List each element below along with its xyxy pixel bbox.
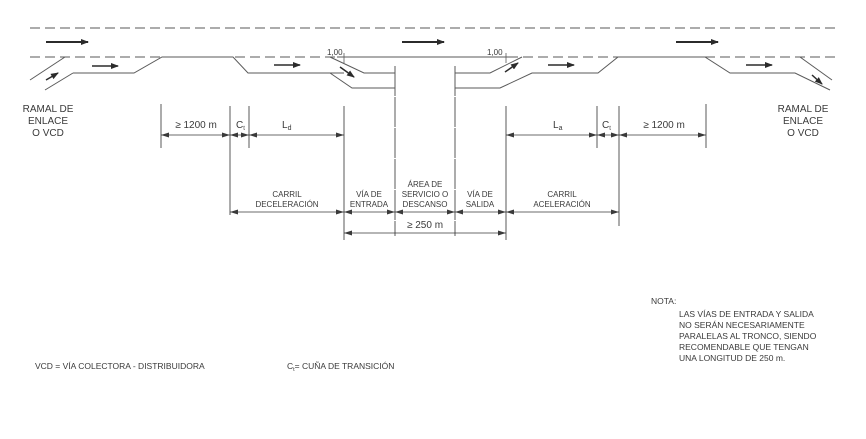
svg-text:ÁREA DE: ÁREA DE [408, 180, 443, 189]
segment-carril-deceleracion: CARRIL DECELERACIÓN [255, 190, 318, 209]
offset-label-left: 1,00 [327, 48, 343, 57]
auxiliary-lane-edge-left [73, 56, 344, 74]
svg-text:RAMAL DE: RAMAL DE [778, 104, 829, 115]
traffic-arrows [45, 39, 823, 85]
svg-text:UNA LONGITUD DE 250 m.: UNA LONGITUD DE 250 m. [679, 353, 785, 363]
accel-entry-lower [455, 56, 831, 91]
dim-min-250: ≥ 250 m [407, 220, 443, 231]
dim-ld: Ld [282, 120, 292, 132]
arrow-icon [504, 62, 519, 73]
svg-text:DESCANSO: DESCANSO [403, 200, 448, 209]
svg-text:ENLACE: ENLACE [783, 116, 823, 127]
note-title: NOTA: [651, 296, 676, 306]
svg-text:O VCD: O VCD [787, 128, 819, 139]
accel-entry-upper [455, 56, 523, 74]
svg-text:VÍA DE: VÍA DE [467, 190, 493, 199]
svg-text:CARRIL: CARRIL [547, 190, 577, 199]
dim-right-ct: Ct [602, 120, 611, 132]
svg-text:RAMAL DE: RAMAL DE [23, 104, 74, 115]
legend-vcd: VCD = VÍA COLECTORA - DISTRIBUIDORA [35, 361, 205, 371]
ramp-label-left: RAMAL DE ENLACE O VCD [23, 104, 74, 139]
arrow-icon [811, 74, 823, 85]
arrow-icon [45, 72, 59, 81]
offset-label-right: 1,00 [487, 48, 503, 57]
segment-carril-aceleracion: CARRIL ACELERACIÓN [533, 190, 591, 209]
svg-text:SERVICIO O: SERVICIO O [402, 190, 449, 199]
note-block: NOTA: LAS VÍAS DE ENTRADA Y SALIDA NO SE… [651, 296, 817, 363]
svg-text:PARALELAS AL TRONCO, SIENDO: PARALELAS AL TRONCO, SIENDO [679, 331, 817, 341]
offset-markers [343, 53, 507, 63]
dim-left-1200: ≥ 1200 m [175, 120, 217, 131]
segment-dimension-lines [230, 209, 619, 236]
dim-left-ct: Ct [236, 120, 245, 132]
ramp-label-right: RAMAL DE ENLACE O VCD [778, 104, 829, 139]
svg-text:O VCD: O VCD [32, 128, 64, 139]
highway-lines [29, 27, 836, 236]
svg-text:ENTRADA: ENTRADA [350, 200, 389, 209]
decel-exit-lower [329, 72, 395, 89]
svg-text:NO SERÁN NECESARIAMENTE: NO SERÁN NECESARIAMENTE [679, 320, 805, 330]
left-ramp-lower [44, 72, 74, 91]
segment-area-servicio: ÁREA DE SERVICIO O DESCANSO [402, 180, 449, 209]
svg-text:SALIDA: SALIDA [466, 200, 495, 209]
svg-text:DECELERACIÓN: DECELERACIÓN [255, 200, 318, 209]
svg-text:ACELERACIÓN: ACELERACIÓN [533, 200, 591, 209]
legend-ct: Ct= CUÑA DE TRANSICIÓN [287, 361, 394, 373]
right-ramp-upper [799, 56, 833, 81]
decel-exit-upper [329, 56, 395, 74]
dim-right-1200: ≥ 1200 m [643, 120, 685, 131]
dim-la: La [553, 120, 563, 132]
svg-text:RECOMENDABLE QUE TENGAN: RECOMENDABLE QUE TENGAN [679, 342, 809, 352]
svg-text:LAS VÍAS DE ENTRADA Y SALIDA: LAS VÍAS DE ENTRADA Y SALIDA [679, 309, 814, 319]
segment-via-entrada: VÍA DE ENTRADA [350, 190, 389, 209]
dimension-extension-lines [160, 104, 707, 240]
segment-via-salida: VÍA DE SALIDA [466, 190, 495, 209]
left-ramp-upper [29, 56, 66, 81]
arrow-icon [339, 66, 355, 78]
svg-text:VÍA DE: VÍA DE [356, 190, 382, 199]
svg-text:ENLACE: ENLACE [28, 116, 68, 127]
svg-text:CARRIL: CARRIL [272, 190, 302, 199]
